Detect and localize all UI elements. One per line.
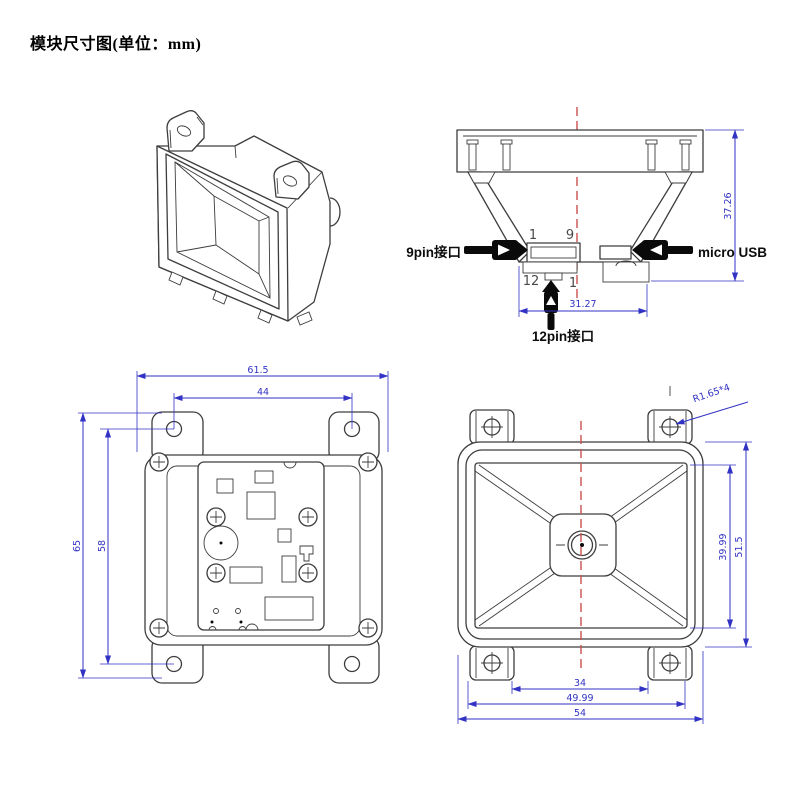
front-window-facets — [474, 464, 688, 627]
dim-label: 65 — [72, 540, 83, 552]
back-corner-screws — [149, 452, 378, 638]
dim-height-37-26: 37.26 — [651, 129, 744, 282]
front-view: R1.65*4 39.99 51.5 34 — [457, 382, 752, 724]
iso-bezel-outer — [156, 145, 289, 322]
side-9pin-connector — [522, 242, 581, 281]
micro-usb-label: micro USB — [698, 245, 767, 260]
pcb-screws — [206, 507, 318, 583]
pin12-label: 12pin接口 — [532, 328, 594, 344]
page-title: 模块尺寸图(单位：mm) — [30, 36, 202, 53]
dim-hole-span-y-58: 58 — [97, 428, 174, 665]
pin9-label: 9pin接口 — [406, 244, 461, 260]
side-micro-usb-connector — [599, 245, 650, 283]
dim-label: 61.5 — [247, 365, 268, 376]
iso-view — [156, 110, 341, 326]
dim-label: 31.27 — [569, 299, 596, 310]
dim-body-height-51-5: 51.5 — [705, 441, 752, 648]
dim-label: 44 — [257, 387, 269, 398]
side-right-gusset — [664, 171, 693, 184]
pin-number-1-top: 1 — [529, 228, 537, 243]
pin-number-12-bottom: 12 — [523, 274, 540, 289]
side-flange — [456, 129, 704, 173]
plug-arrow-left-icon — [632, 240, 693, 260]
side-view: 1 9 12 1 9pin接口 micro USB — [406, 107, 767, 344]
dim-label: 37.26 — [723, 192, 734, 219]
dim-hole-span-x-44: 44 — [173, 387, 353, 429]
iso-bracket-top-left — [166, 110, 205, 152]
iso-body-edge — [234, 145, 237, 159]
pcb-components — [203, 461, 314, 631]
camera-lens — [556, 530, 608, 560]
pcb-board — [197, 461, 325, 631]
dim-label: 39.99 — [718, 533, 729, 560]
dim-label: 58 — [97, 540, 108, 552]
dim-window-height-39-99: 39.99 — [690, 464, 736, 629]
iso-side-stub — [329, 197, 341, 227]
iso-interior-lines — [174, 161, 271, 299]
dim-label: 51.5 — [734, 536, 745, 557]
dim-label: 34 — [574, 678, 586, 689]
dim-bottom-width-31-27: 31.27 — [518, 266, 648, 317]
dim-label: 49.99 — [566, 693, 593, 704]
iso-bezel-inner — [165, 153, 280, 310]
side-flange-pins — [466, 139, 692, 171]
dim-label: 54 — [574, 708, 586, 719]
dim-tab-inner-span-34: 34 — [511, 678, 649, 694]
plug-arrow-right-icon — [464, 240, 528, 260]
iso-feet — [168, 271, 313, 326]
side-left-gusset — [467, 171, 496, 184]
dim-outer-width-61-5: 61.5 — [136, 365, 389, 452]
plug-arrow-up-icon — [542, 280, 560, 330]
pin-number-1-bottom: 1 — [569, 276, 577, 291]
dim-label: R1.65*4 — [692, 382, 732, 405]
dim-mount-span-49-99: 49.99 — [467, 681, 686, 709]
back-view: 61.5 44 65 58 — [72, 365, 389, 684]
dim-outer-height-65: 65 — [72, 412, 162, 679]
pin-number-9-top: 9 — [566, 228, 574, 243]
dim-body-width-54: 54 — [457, 651, 704, 724]
iso-bracket-middle — [273, 160, 310, 200]
front-mount-holes — [481, 386, 681, 674]
